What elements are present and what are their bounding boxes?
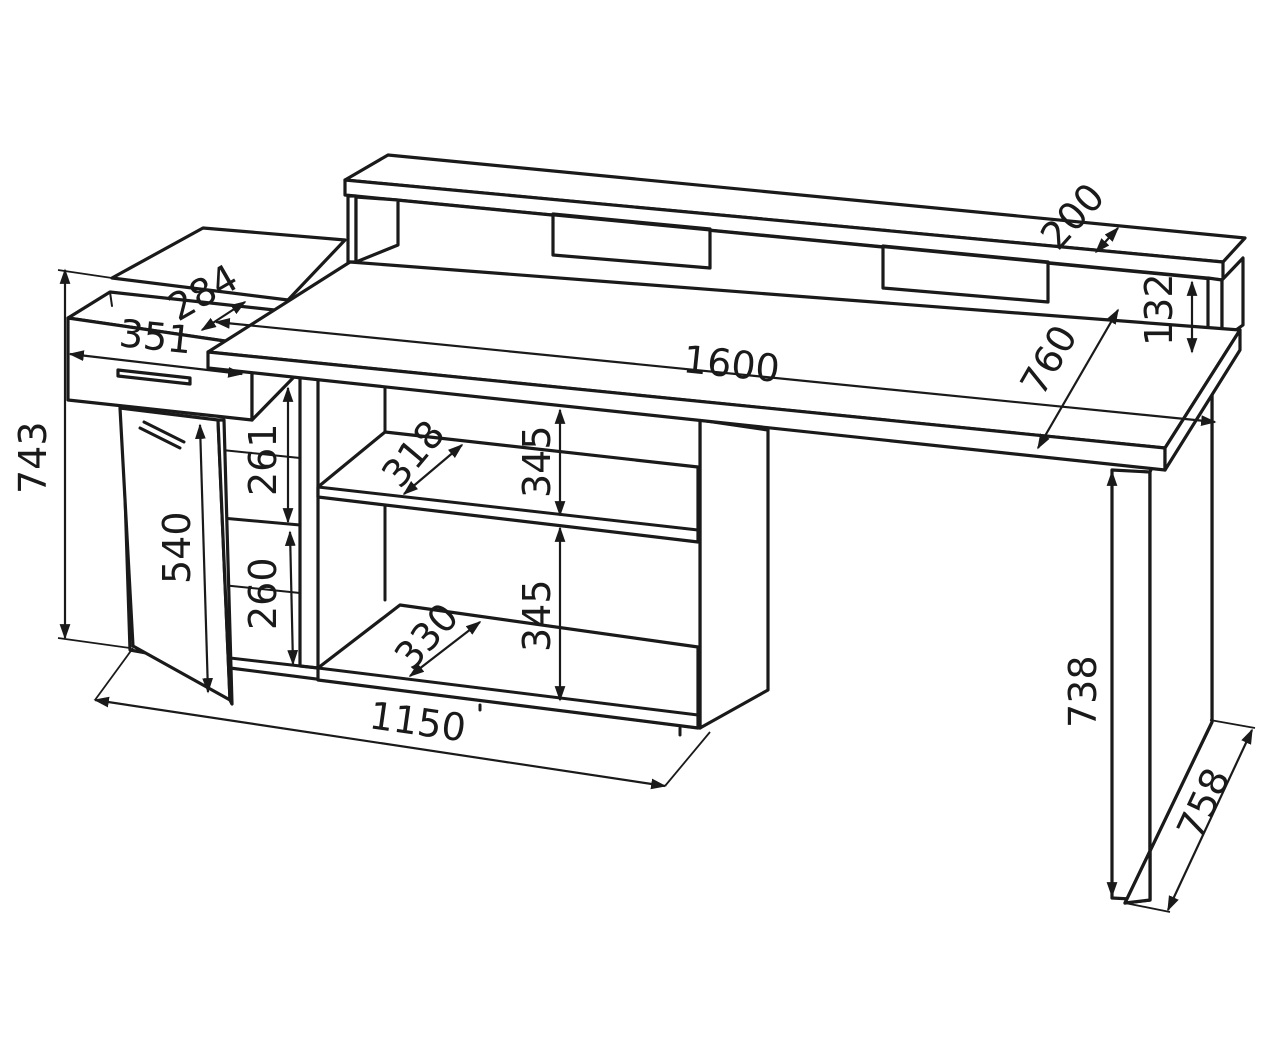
dim-label-1150: 1150 (367, 693, 469, 750)
top-shelf (343, 153, 1247, 354)
dimension-lines (57, 226, 1256, 913)
dim-label-345-lower: 345 (515, 579, 559, 652)
dim-label-743: 743 (11, 421, 55, 494)
dim-label-261: 261 (241, 423, 285, 496)
dim-label-1600: 1600 (681, 337, 782, 391)
dim-label-260: 260 (241, 557, 285, 630)
dim-label-132: 132 (1137, 273, 1181, 346)
dim-label-351: 351 (117, 311, 194, 362)
dim-label-738: 738 (1061, 655, 1105, 728)
dim-label-540: 540 (155, 511, 199, 584)
dim-label-345-upper: 345 (515, 425, 559, 498)
